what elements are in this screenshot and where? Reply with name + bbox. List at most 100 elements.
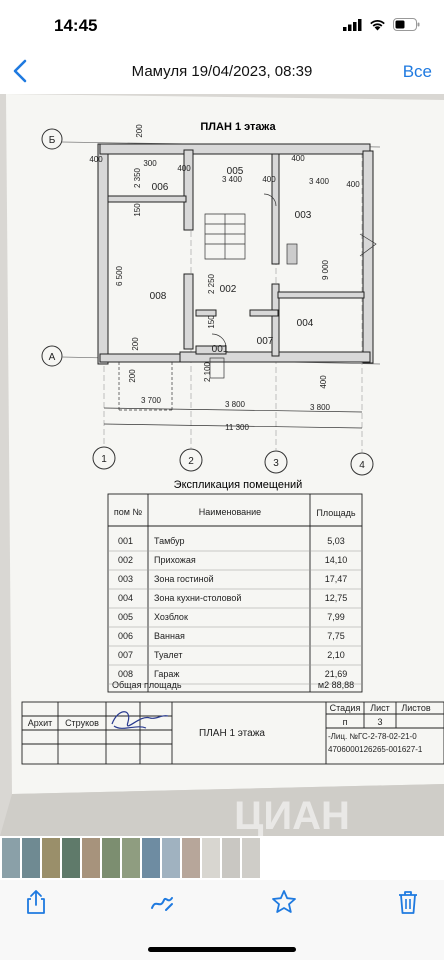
chevron-left-icon (13, 59, 27, 83)
table-header-num: пом № (114, 507, 143, 517)
room-label-006: 006 (152, 182, 169, 193)
axis-number-1: 1 (101, 454, 107, 465)
room-label-004: 004 (297, 318, 314, 329)
table-cell-num: 002 (118, 555, 133, 565)
nav-bar: Мамуля 19/04/2023, 08:39 Все (0, 52, 444, 92)
home-indicator (148, 947, 296, 952)
table-cell-area: 21,69 (325, 669, 348, 679)
dim-150-a: 150 (133, 203, 142, 217)
dim-2350: 2 350 (133, 167, 142, 188)
status-time: 14:45 (54, 16, 98, 35)
table-cell-name: Туалет (154, 650, 182, 660)
dim-150-b: 150 (207, 315, 216, 329)
table-cell-area: 14,10 (325, 555, 348, 565)
stamp-surname: Струков (65, 718, 99, 728)
dim-2250: 2 250 (207, 273, 216, 294)
dim-3400-a: 3 400 (222, 175, 243, 184)
stamp-registry-code: 4706000126265-001627-1 (328, 745, 423, 754)
table-cell-num: 007 (118, 650, 133, 660)
table-cell-name: Хозблок (154, 612, 188, 622)
explication-title: Экспликация помещений (174, 479, 303, 491)
table-cell-area: 7,75 (327, 631, 345, 641)
room-label-003: 003 (295, 210, 312, 221)
thumbnail[interactable] (122, 838, 140, 878)
table-cell-num: 005 (118, 612, 133, 622)
dim-11300: 11 300 (225, 423, 249, 432)
floor-plan-walls (97, 143, 374, 365)
thumbnail[interactable] (202, 838, 220, 878)
markup-pen-icon (151, 897, 173, 911)
delete-button[interactable] (394, 888, 422, 916)
thumbnail[interactable] (182, 838, 200, 878)
table-cell-name: Зона гостиной (154, 574, 214, 584)
table-cell-name: Прихожая (154, 555, 196, 565)
share-icon (27, 890, 45, 914)
dim-3400-b: 3 400 (309, 177, 330, 186)
thumbnail[interactable] (82, 838, 100, 878)
dim-3800-a: 3 800 (225, 400, 246, 409)
signal-icon (343, 18, 362, 36)
thumbnail[interactable] (242, 838, 260, 878)
dim-400-left: 400 (89, 155, 103, 164)
star-icon (272, 890, 296, 913)
thumbnail[interactable] (22, 838, 40, 878)
stamp-stage-header: Стадия (330, 703, 361, 713)
dim-400-bottom: 400 (319, 375, 328, 389)
room-label-002: 002 (220, 284, 237, 295)
table-cell-num: 003 (118, 574, 133, 584)
table-cell-num: 006 (118, 631, 133, 641)
favorite-button[interactable] (270, 888, 298, 916)
table-cell-num: 004 (118, 593, 133, 603)
bottom-toolbar (0, 880, 444, 960)
table-cell-area: 7,99 (327, 612, 345, 622)
share-button[interactable] (22, 888, 50, 916)
axis-number-4: 4 (359, 460, 365, 471)
table-cell-num: 008 (118, 669, 133, 679)
room-label-008: 008 (150, 291, 167, 302)
all-photos-button[interactable]: Все (402, 62, 432, 81)
status-bar: 14:45 (0, 0, 444, 50)
dim-9000: 9 000 (321, 259, 330, 280)
dim-400-top: 400 (262, 175, 276, 184)
table-cell-name: Зона кухни-столовой (154, 593, 241, 603)
stamp-license-code: -Лиц. №ГС-2-78-02-21-0 (328, 732, 417, 741)
thumbnail[interactable] (62, 838, 80, 878)
stamp-stage: п (343, 717, 348, 727)
thumbnail[interactable] (102, 838, 120, 878)
dim-300: 300 (143, 159, 157, 168)
floor-plan-document: ПЛАН 1 этажа Б А 1 2 3 4 (0, 94, 444, 836)
dim-2100: 2 100 (203, 361, 212, 382)
dim-400-right: 400 (346, 180, 360, 189)
table-header-area: Площадь (316, 508, 355, 518)
dim-400-top-mid: 400 (177, 164, 191, 173)
battery-icon (393, 18, 420, 36)
stamp-sheet-header: Лист (370, 703, 390, 713)
dim-3700: 3 700 (141, 396, 162, 405)
table-cell-area: 2,10 (327, 650, 345, 660)
explication-table (107, 493, 363, 693)
plan-title: ПЛАН 1 этажа (200, 121, 276, 133)
thumbnail[interactable] (142, 838, 160, 878)
thumbnail[interactable] (162, 838, 180, 878)
table-header-name: Наименование (199, 507, 261, 517)
back-button[interactable] (10, 58, 32, 84)
table-cell-area: 5,03 (327, 536, 345, 546)
thumbnail[interactable] (222, 838, 240, 878)
stamp-role: Архит (28, 718, 53, 728)
table-total-value: м2 88,88 (318, 680, 354, 690)
title-block (21, 701, 444, 765)
table-cell-area: 17,47 (325, 574, 348, 584)
thumbnail-strip[interactable] (0, 836, 444, 880)
axis-letter-a: А (49, 352, 56, 363)
room-label-005: 005 (227, 166, 244, 177)
dim-3800-b: 3 800 (310, 403, 331, 412)
thumbnail[interactable] (42, 838, 60, 878)
axis-letter-b: Б (49, 135, 56, 146)
stamp-sheet-title: ПЛАН 1 этажа (199, 728, 265, 739)
thumbnail[interactable] (2, 838, 20, 878)
paper-sheet (6, 94, 444, 794)
photo-view[interactable]: ПЛАН 1 этажа Б А 1 2 3 4 (0, 94, 444, 836)
photo-title: Мамуля 19/04/2023, 08:39 (131, 63, 313, 80)
room-label-007: 007 (257, 336, 274, 347)
markup-button[interactable] (148, 888, 176, 916)
